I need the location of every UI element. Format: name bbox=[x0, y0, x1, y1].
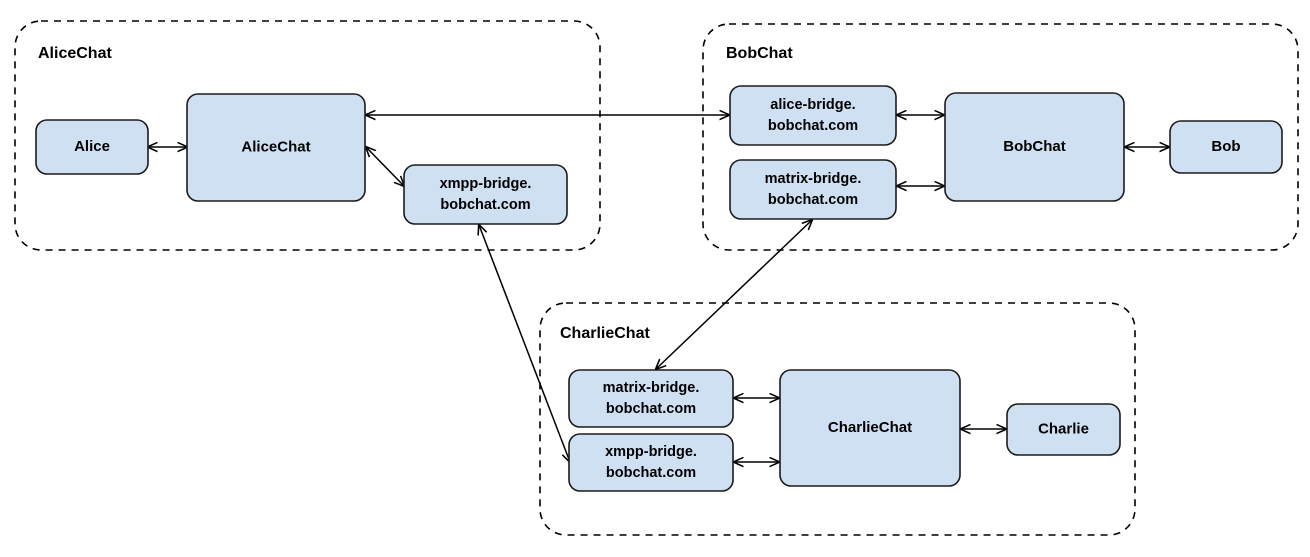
node-charlie-label: Charlie bbox=[1038, 420, 1089, 437]
node-bobchat-server-box[interactable] bbox=[944, 92, 1125, 202]
node-bobchat-server-label: BobChat bbox=[1003, 138, 1066, 155]
node-bob-label: Bob bbox=[1211, 138, 1240, 155]
node-bob-matrix-bridge-label: matrix-bridge. bbox=[765, 171, 862, 187]
group-alicechat bbox=[14, 20, 601, 251]
node-alice[interactable]: Alice bbox=[35, 119, 149, 175]
edge-alicechat-to-xmpp-bridge bbox=[366, 147, 404, 186]
node-charliechat-server[interactable]: CharlieChat bbox=[779, 369, 961, 487]
node-bob-matrix-bridge-box[interactable] bbox=[729, 159, 897, 220]
node-alicechat-server-box[interactable] bbox=[186, 93, 366, 202]
node-charlie-matrix-bridge-box[interactable] bbox=[568, 369, 734, 428]
node-alice-xmpp-bridge[interactable]: xmpp-bridge. bobchat.com bbox=[403, 164, 568, 225]
node-charliechat-server-box[interactable] bbox=[779, 369, 961, 487]
node-bob-alice-bridge-label: alice-bridge. bbox=[770, 97, 855, 113]
node-alice-xmpp-bridge-box[interactable] bbox=[403, 164, 568, 225]
group-label-charliechat: CharlieChat bbox=[560, 325, 650, 342]
node-bob[interactable]: Bob bbox=[1169, 120, 1283, 174]
node-alicechat-server-label: AliceChat bbox=[241, 138, 310, 155]
node-charlie-xmpp-bridge-label: bobchat.com bbox=[606, 465, 696, 481]
node-charlie-xmpp-bridge[interactable]: xmpp-bridge. bobchat.com bbox=[568, 433, 734, 492]
group-label-bobchat: BobChat bbox=[726, 45, 793, 62]
node-charlie[interactable]: Charlie bbox=[1006, 403, 1121, 456]
node-alice-xmpp-bridge-label: bobchat.com bbox=[440, 197, 530, 213]
node-charlie-box[interactable] bbox=[1006, 403, 1121, 456]
node-charlie-matrix-bridge[interactable]: matrix-bridge. bobchat.com bbox=[568, 369, 734, 428]
group-frames bbox=[14, 20, 1299, 536]
node-charlie-xmpp-bridge-box[interactable] bbox=[568, 433, 734, 492]
node-bob-matrix-bridge[interactable]: matrix-bridge. bobchat.com bbox=[729, 159, 897, 220]
node-bob-box[interactable] bbox=[1169, 120, 1283, 174]
edge-bob-matrix-to-charlie-matrix bbox=[656, 220, 812, 369]
node-bob-matrix-bridge-label: bobchat.com bbox=[768, 192, 858, 208]
edges-layer bbox=[148, 115, 1169, 462]
node-charlie-matrix-bridge-label: matrix-bridge. bbox=[603, 380, 700, 396]
group-label-alicechat: AliceChat bbox=[38, 45, 112, 62]
node-alicechat-server[interactable]: AliceChat bbox=[186, 93, 366, 202]
node-charlie-xmpp-bridge-label: xmpp-bridge. bbox=[605, 444, 697, 460]
node-alice-box[interactable] bbox=[35, 119, 149, 175]
node-alice-label: Alice bbox=[74, 138, 110, 155]
group-bobchat bbox=[702, 23, 1299, 251]
node-bobchat-server[interactable]: BobChat bbox=[944, 92, 1125, 202]
node-bob-alice-bridge[interactable]: alice-bridge. bobchat.com bbox=[729, 85, 897, 146]
node-alice-xmpp-bridge-label: xmpp-bridge. bbox=[440, 176, 532, 192]
node-bob-alice-bridge-label: bobchat.com bbox=[768, 118, 858, 134]
node-charlie-matrix-bridge-label: bobchat.com bbox=[606, 401, 696, 417]
edge-alice-xmpp-to-charlie-xmpp bbox=[479, 225, 570, 462]
node-charliechat-server-label: CharlieChat bbox=[828, 419, 912, 436]
node-bob-alice-bridge-box[interactable] bbox=[729, 85, 897, 146]
